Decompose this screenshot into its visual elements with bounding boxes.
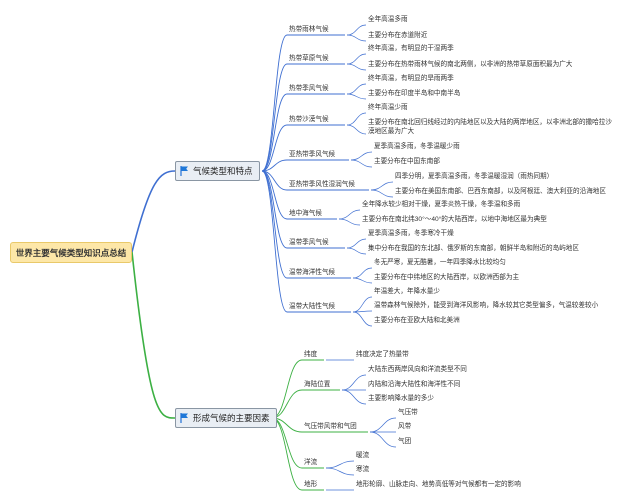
detail-link (346, 83, 367, 95)
detail-text: 主要分布在南北纬30°～40°的大陆西岸，以地中海地区最为典型 (362, 216, 547, 223)
topic-temperate-continental[interactable]: 温带大陆性气候 (289, 303, 336, 310)
topic-link (261, 124, 288, 172)
detail-text: 纬度决定了热量带 (356, 351, 409, 358)
root-link-climate-types (131, 170, 176, 253)
detail-text: 主要分布在印度半岛和中南半岛 (368, 90, 461, 97)
detail-link (341, 389, 367, 405)
topic-subtropical-monsoon[interactable]: 亚热带季风气候 (289, 151, 336, 158)
detail-link (352, 311, 373, 327)
factor-ocean-currents[interactable]: 洋流 (304, 459, 318, 466)
detail-text: 终年高温，有明显的干湿两季 (368, 45, 454, 52)
detail-link (350, 151, 373, 161)
detail-link (346, 112, 367, 126)
root-link-climate-factors (131, 251, 176, 419)
detail-text: 主要分布在热带雨林气候的南北两侧，以非洲的热带草原面积最为广大 (368, 61, 573, 68)
topic-temperate-monsoon[interactable]: 温带季风气候 (289, 239, 329, 246)
detail-text: 年温差大，年降水量少 (374, 288, 440, 295)
detail-link (325, 460, 355, 469)
detail-text: 四季分明，夏季高温多雨，冬季温暖湿润（雨热同期） (395, 173, 554, 180)
detail-link (352, 296, 373, 313)
topic-link (261, 170, 288, 313)
topic-link (261, 34, 288, 172)
topic-link (261, 93, 288, 172)
detail-link (341, 374, 367, 391)
branch-node-climate-types[interactable]: 气候类型和特点 (175, 161, 260, 181)
detail-text: 大陆东西两岸风向和洋流类型不同 (368, 366, 467, 373)
detail-text: 温带森林气候除外，能受到海洋风影响，降水较其它类型偏多，气温较差较小 (374, 302, 599, 309)
detail-text: 风带 (398, 423, 412, 430)
detail-text: 气团 (398, 438, 412, 445)
detail-text: 主要分布在中纬地区的大陆西岸，以欧洲西部为主 (374, 274, 520, 281)
factor-latitude[interactable]: 纬度 (304, 351, 318, 358)
topic-tropical-savanna[interactable]: 热带草原气候 (289, 55, 329, 62)
branch-label: 气候类型和特点 (193, 166, 253, 176)
detail-text: 终年高温，有明显的旱雨两季 (368, 75, 454, 82)
detail-link (346, 93, 367, 100)
detail-text: 全年高温多雨 (368, 16, 408, 23)
factor-land-sea-position[interactable]: 海陆位置 (304, 381, 331, 388)
factor-terrain[interactable]: 地形 (304, 481, 318, 488)
factor-link (271, 417, 303, 491)
branch-label: 形成气候的主要因素 (193, 413, 270, 423)
detail-text: 冬无严寒，夏无酷暑，一年四季降水比较均匀 (374, 259, 506, 266)
topic-temperate-oceanic[interactable]: 温带海洋性气候 (289, 269, 336, 276)
detail-text: 夏季高温多雨，冬季寒冷干燥 (368, 230, 454, 237)
detail-text: 地形轮廓、山脉走向、地势高低等对气候都有一定的影响 (356, 481, 521, 488)
flag-icon (180, 166, 189, 176)
detail-text: 主要分布在南北回归线经过的内陆地区以及大陆的两岸地区，以非洲北部的撒哈拉沙漠地区… (368, 119, 612, 135)
root-node[interactable]: 世界主要气候类型知识点总结 (10, 242, 132, 263)
detail-text: 内陆和沿海大陆性和海洋性不同 (368, 381, 461, 388)
detail-text: 全年降水较少相对干燥，夏季炎热干燥，冬季温和多雨 (362, 201, 521, 208)
detail-link (369, 417, 397, 433)
flag-icon (180, 413, 189, 423)
topic-tropical-rainforest[interactable]: 热带雨林气候 (289, 26, 329, 33)
detail-link (346, 247, 367, 255)
detail-link (338, 209, 361, 220)
detail-link (370, 181, 394, 191)
detail-text: 主要分布在亚欧大陆和北美洲 (374, 317, 460, 324)
detail-link (346, 63, 367, 71)
detail-link (325, 467, 355, 476)
topic-mediterranean[interactable]: 地中海气候 (289, 210, 322, 217)
detail-link (370, 189, 394, 198)
branch-node-climate-factors[interactable]: 形成气候的主要因素 (175, 408, 277, 428)
detail-link (346, 238, 367, 249)
detail-text: 终年高温少雨 (368, 104, 408, 111)
detail-link (350, 159, 373, 168)
detail-text: 暖流 (356, 452, 370, 459)
detail-text: 寒流 (356, 466, 370, 473)
topic-subtropical-humid[interactable]: 亚热带季风性湿润气候 (289, 181, 355, 188)
detail-link (352, 277, 373, 284)
detail-link (338, 218, 361, 226)
topic-link (261, 170, 288, 279)
topic-tropical-monsoon[interactable]: 热带季风气候 (289, 85, 329, 92)
detail-link (346, 24, 367, 36)
topic-tropical-desert[interactable]: 热带沙漠气候 (289, 116, 329, 123)
detail-text: 夏季高温多雨，冬季温暖少雨 (374, 143, 460, 150)
detail-link (346, 53, 367, 65)
detail-link (352, 267, 373, 279)
topic-link (261, 159, 288, 172)
detail-text: 主要分布在美国东南部、巴西东南部，以及阿根廷、澳大利亚的沿海地区 (395, 188, 606, 195)
detail-link (369, 431, 397, 448)
detail-text: 集中分布在我国的东北部、俄罗斯的东南部，朝鲜半岛和附近的岛屿地区 (368, 245, 579, 252)
detail-link (346, 124, 367, 135)
detail-text: 主要分布在赤道附近 (368, 32, 428, 39)
detail-text: 主要影响降水量的多少 (368, 395, 434, 402)
detail-text: 主要分布在中国东南部 (374, 158, 440, 165)
topic-link (261, 63, 288, 172)
detail-link (346, 34, 367, 42)
detail-text: 气压带 (398, 409, 418, 416)
factor-pressure-wind-airmass[interactable]: 气压带风带和气团 (304, 423, 357, 430)
